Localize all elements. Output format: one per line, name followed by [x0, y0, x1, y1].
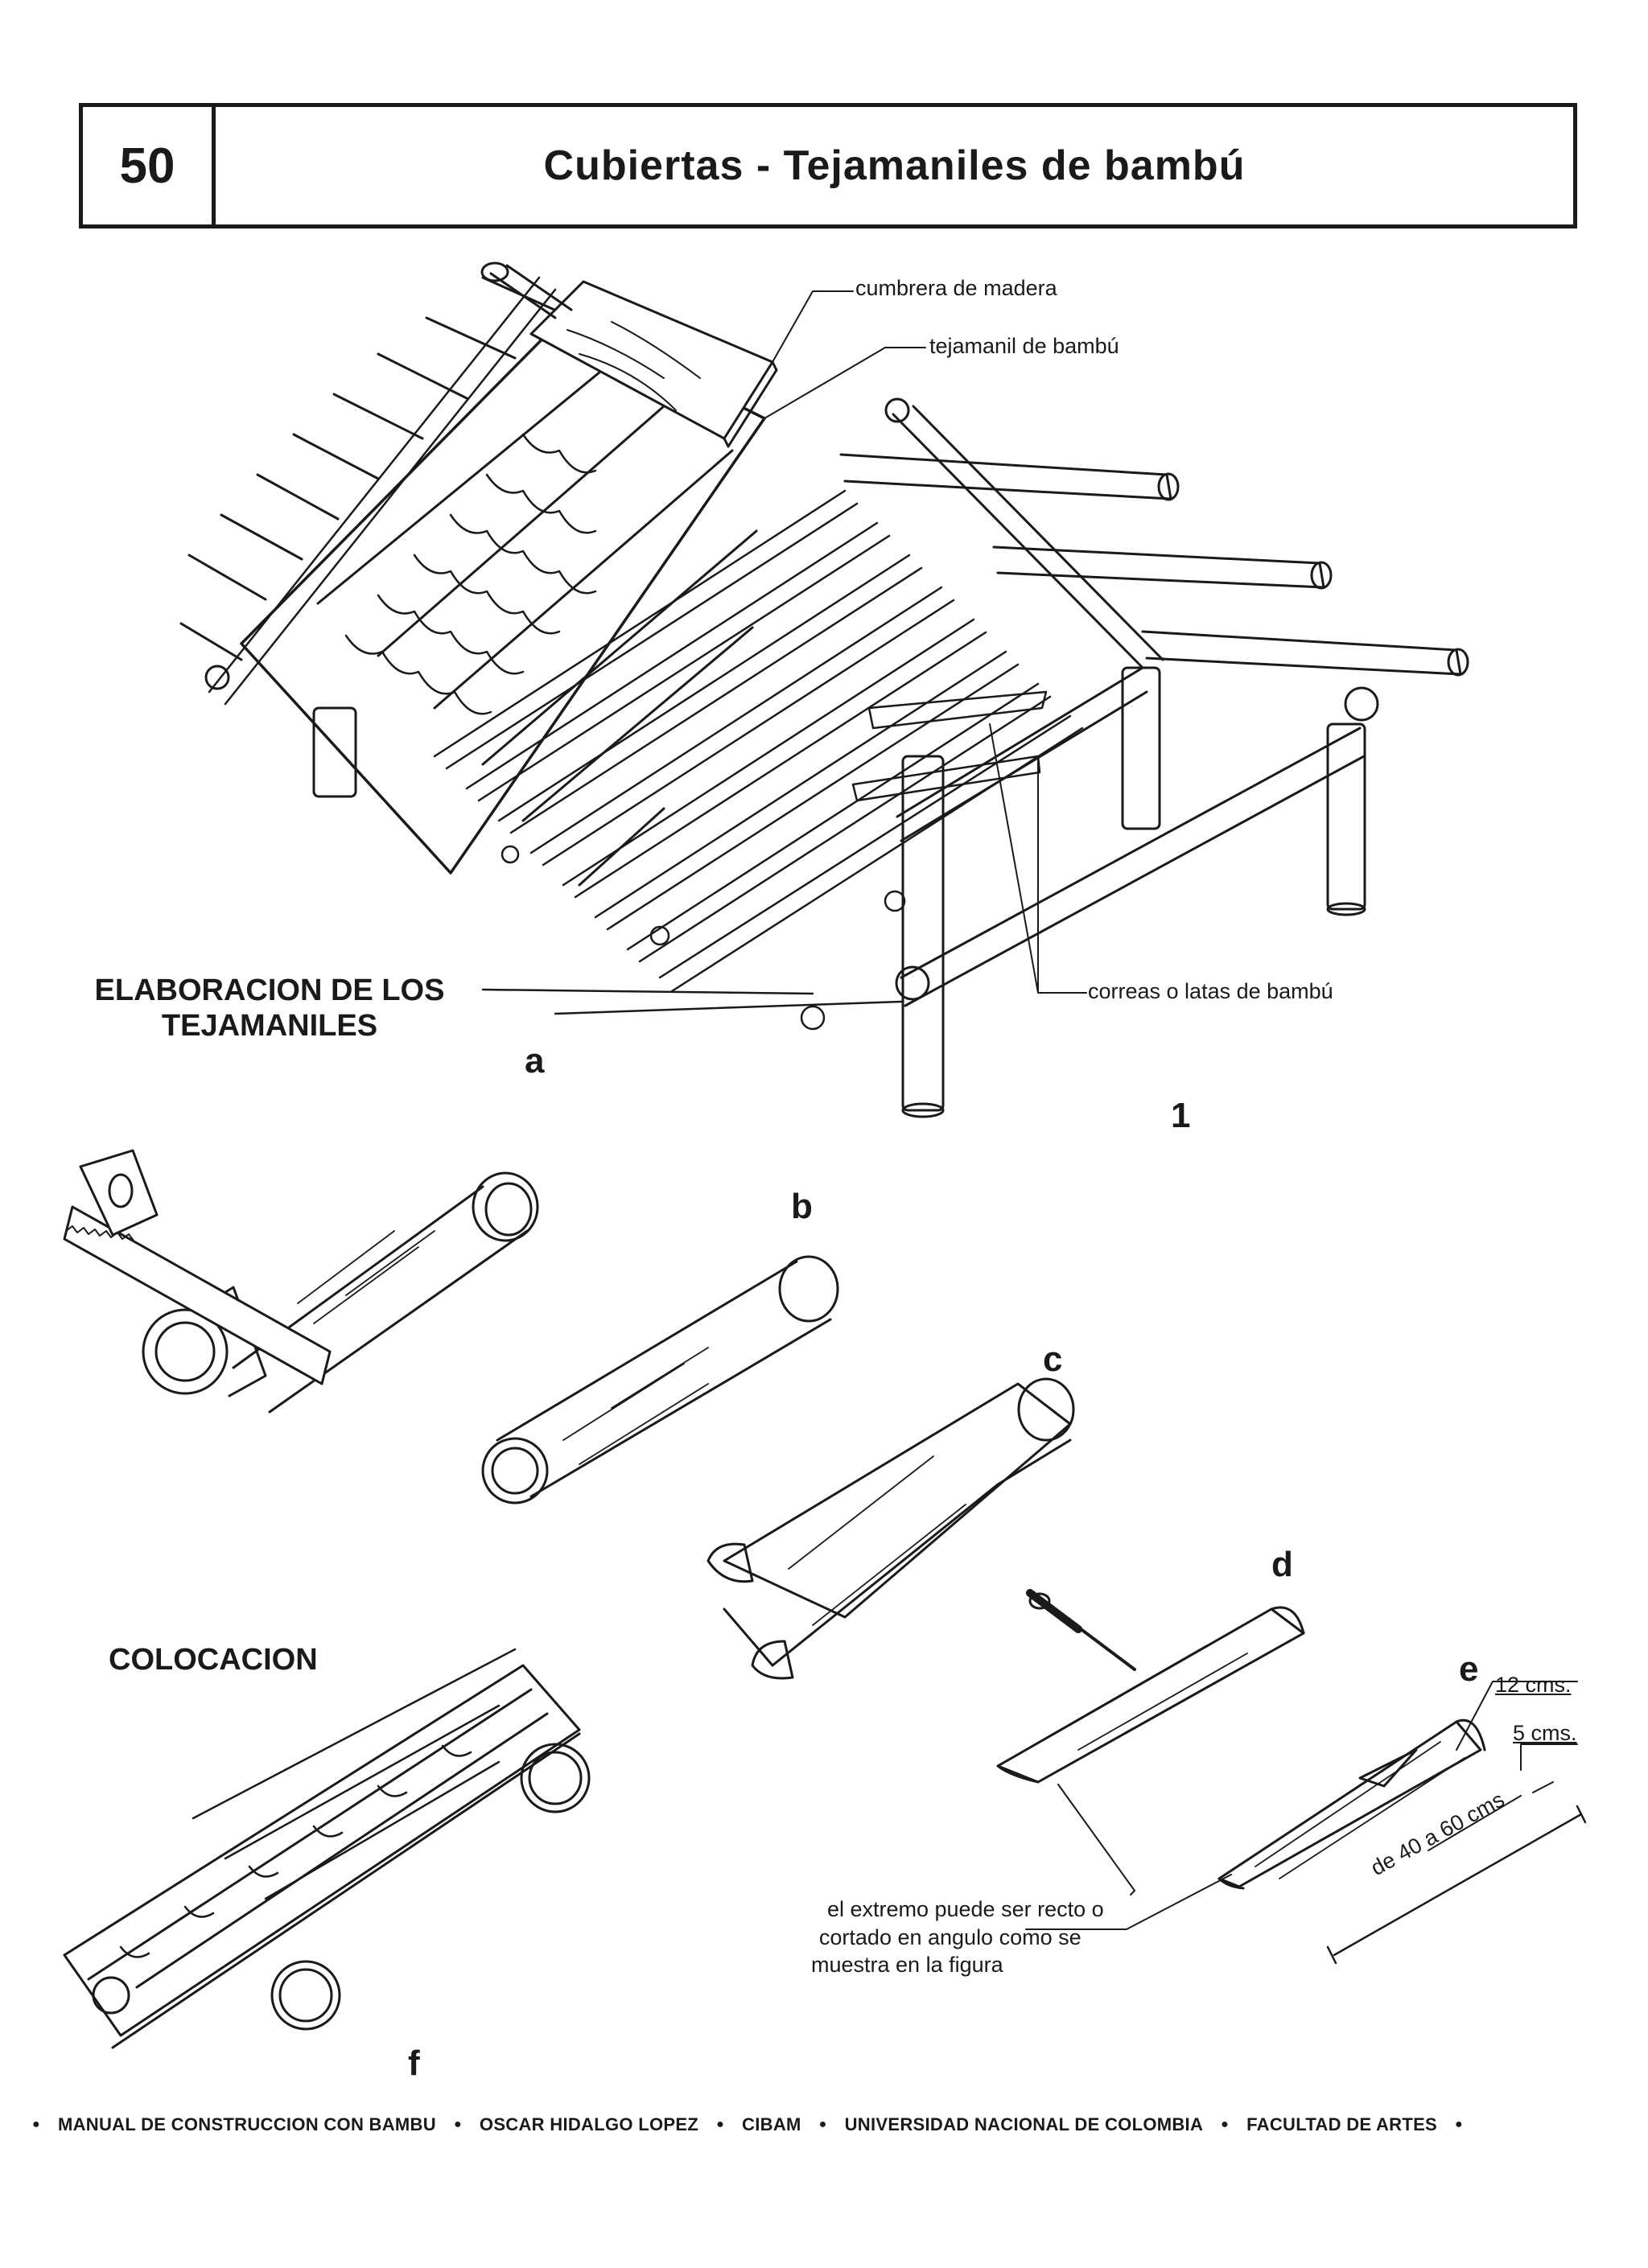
- section-elaboration-line2: TEJAMANILES: [161, 1008, 378, 1043]
- step-label-a: a: [525, 1041, 545, 1080]
- page-title: Cubiertas - Tejamaniles de bambú: [543, 142, 1246, 189]
- note-leader-lines: [1025, 1784, 1232, 1930]
- footer-bullet: ●: [716, 2118, 725, 2131]
- step-label-d: d: [1271, 1545, 1293, 1584]
- roof-purlins: [433, 489, 1084, 993]
- footer-item-manual: MANUAL DE CONSTRUCCION CON BAMBU: [57, 2114, 436, 2134]
- roof-posts: [312, 666, 1366, 1118]
- label-ridge-board: cumbrera de madera: [855, 276, 1057, 300]
- roof-lath-ends: [179, 276, 565, 690]
- page-header: 50 Cubiertas - Tejamaniles de bambú: [79, 103, 1577, 228]
- bamboo-shingles: [240, 316, 766, 887]
- page-number: 50: [83, 107, 216, 224]
- step-label-e: e: [1459, 1649, 1479, 1689]
- footer-bullet: ●: [1221, 2118, 1230, 2131]
- step-label-c: c: [1043, 1340, 1063, 1379]
- footer-item-university: UNIVERSIDAD NACIONAL DE COLOMBIA: [844, 2114, 1204, 2134]
- step-c-split-illustration: [707, 1377, 1075, 1680]
- section-elaboration-title: ELABORACION DE LOS TEJAMANILES: [80, 973, 459, 1043]
- cut-end-note-line3: muestra en la figura: [811, 1953, 1003, 1978]
- label-purlins: correas o latas de bambú: [1088, 979, 1333, 1003]
- roof-beams: [895, 666, 1379, 1007]
- roof-leader-lines: [764, 290, 1087, 994]
- dimension-width: 12 cms.: [1495, 1673, 1572, 1697]
- step-a-sawing-illustration: [63, 1149, 539, 1414]
- section-elaboration-line1: ELABORACION DE LOS: [94, 973, 445, 1007]
- label-bamboo-shingle: tejamanil de bambú: [929, 334, 1119, 358]
- footer-item-faculty: FACULTAD DE ARTES: [1246, 2114, 1438, 2134]
- roof-main-rafters: [208, 276, 903, 1015]
- footer-bullet: ●: [453, 2118, 462, 2131]
- figure-number-1: 1: [1171, 1096, 1191, 1135]
- roof-structure-illustration: [179, 261, 1469, 1118]
- roof-rafters: [839, 397, 1469, 677]
- footer-bullet: ●: [1455, 2118, 1463, 2131]
- footer-item-cibam: CIBAM: [742, 2114, 801, 2134]
- step-label-f: f: [408, 2044, 420, 2083]
- dimension-thickness: 5 cms.: [1513, 1721, 1577, 1745]
- footer-item-author: OSCAR HIDALGO LOPEZ: [479, 2114, 699, 2134]
- step-b-cut-piece-illustration: [481, 1255, 839, 1504]
- step-f-placement-illustration: [63, 1648, 591, 2049]
- cut-end-note-line1: el extremo puede ser recto o: [826, 1897, 1104, 1921]
- cut-end-note-line2: cortado en angulo como se: [818, 1924, 1082, 1949]
- step-label-b: b: [791, 1187, 813, 1226]
- ridge-pole-crossings: [480, 261, 573, 319]
- section-placement-title: COLOCACION: [109, 1643, 318, 1677]
- cut-end-note: el extremo puede ser recto o cortado en …: [811, 1895, 1104, 1979]
- page-footer: ● MANUAL DE CONSTRUCCION CON BAMBU ● OSC…: [32, 2114, 1616, 2135]
- footer-bullet: ●: [32, 2118, 40, 2131]
- eave-laths: [501, 690, 1048, 1031]
- step-d-knife-illustration: [996, 1589, 1305, 1784]
- step-e-shingle-illustration: [1217, 1681, 1587, 1965]
- footer-bullet: ●: [818, 2118, 827, 2131]
